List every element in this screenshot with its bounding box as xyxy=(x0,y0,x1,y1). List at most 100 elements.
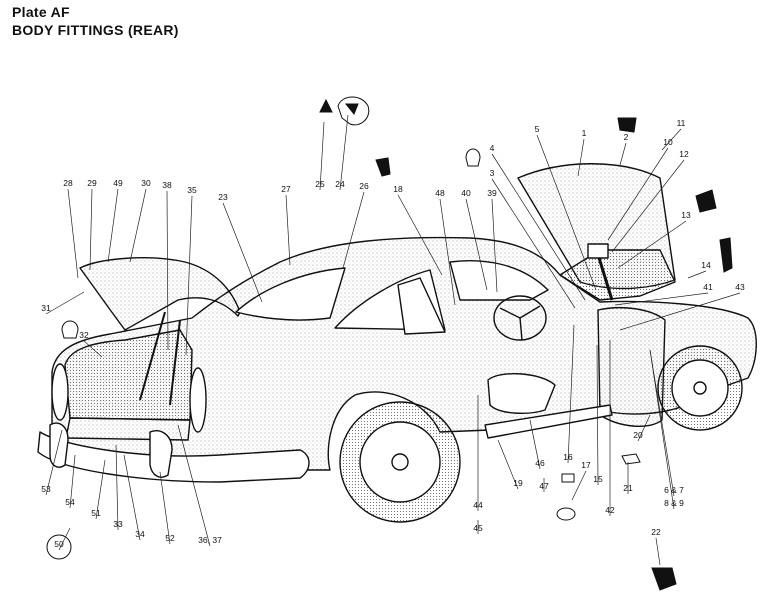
callout-label: 18 xyxy=(393,184,403,194)
leader-line xyxy=(83,340,103,358)
callout-label: 48 xyxy=(435,188,445,198)
leader-line xyxy=(67,188,79,279)
leader-line xyxy=(177,424,211,547)
leader-line xyxy=(129,188,147,263)
leader-line xyxy=(491,153,586,301)
callout-label: 24 xyxy=(335,179,345,189)
leader-line xyxy=(529,419,541,470)
callout-label: 31 xyxy=(41,303,51,313)
part-grommet-19 xyxy=(556,507,576,521)
part-bracket-2 xyxy=(617,117,637,133)
seat xyxy=(487,372,556,414)
leader-line xyxy=(45,429,63,496)
callout-label: 26 xyxy=(359,181,369,191)
tail-lamp-left xyxy=(51,363,69,421)
bumper-overrider-left xyxy=(49,422,69,468)
door-sill xyxy=(484,404,613,439)
leader-line xyxy=(115,444,119,531)
leader-line xyxy=(536,134,597,291)
callout-label: 19 xyxy=(513,478,523,488)
part-seal-3 xyxy=(465,148,481,167)
callout-label: 3 xyxy=(490,168,495,178)
callout-label: 30 xyxy=(141,178,151,188)
callout-label: 47 xyxy=(539,481,549,491)
callout-label: 36, 37 xyxy=(198,535,222,545)
callout-label: 1 xyxy=(582,128,587,138)
callout-label: 10 xyxy=(663,137,673,147)
callout-label: 39 xyxy=(487,188,497,198)
callout-label: 20 xyxy=(633,430,643,440)
leader-line xyxy=(166,190,169,351)
rear-window xyxy=(235,267,346,321)
part-bracket-18 xyxy=(375,157,391,177)
part-hinge-11 xyxy=(695,189,717,213)
part-marker-50 xyxy=(46,534,72,560)
leader-line xyxy=(497,439,519,490)
windscreen xyxy=(449,260,549,301)
steering-wheel xyxy=(493,295,547,341)
leader-line xyxy=(185,195,193,356)
part-seal-32 xyxy=(61,320,79,339)
callout-label: 29 xyxy=(87,178,97,188)
leader-line xyxy=(637,414,651,442)
leader-line xyxy=(319,121,325,191)
part-spring-21 xyxy=(621,453,641,465)
callout-label: 50 xyxy=(54,539,64,549)
rear-bumper xyxy=(37,431,310,483)
leader-line xyxy=(611,159,685,253)
callout-label: 17 xyxy=(581,460,591,470)
leader-line xyxy=(45,291,85,315)
callout-label: 32 xyxy=(79,330,89,340)
callout-label: 38 xyxy=(162,180,172,190)
callout-label: 23 xyxy=(218,192,228,202)
door-panel xyxy=(597,307,666,428)
callout-label: 16 xyxy=(563,452,573,462)
leader-line xyxy=(577,138,585,177)
callout-label: 21 xyxy=(623,483,633,493)
leader-line xyxy=(439,198,456,306)
callout-label: 45 xyxy=(473,523,483,533)
callout-label: 2 xyxy=(624,132,629,142)
callout-label: 8 & 9 xyxy=(664,498,684,508)
leader-line xyxy=(69,454,76,509)
plate-title: Plate AF xyxy=(12,4,70,20)
callout-label: 40 xyxy=(461,188,471,198)
leader-line xyxy=(107,188,119,263)
leader-line xyxy=(339,114,349,191)
leader-line xyxy=(222,202,263,303)
callout-label: 28 xyxy=(63,178,73,188)
leader-line xyxy=(661,128,682,151)
callout-label: 12 xyxy=(679,149,689,159)
leader-line xyxy=(567,324,575,464)
callout-label: 44 xyxy=(473,500,483,510)
callout-label: 46 xyxy=(535,458,545,468)
callout-label: 34 xyxy=(135,529,145,539)
leader-line xyxy=(619,292,741,331)
leader-line xyxy=(649,349,675,510)
leader-line xyxy=(491,198,498,293)
leader-line xyxy=(617,220,687,269)
callout-label: 52 xyxy=(165,533,175,543)
callout-label: 15 xyxy=(593,474,603,484)
leader-line xyxy=(95,459,106,520)
part-clip-25 xyxy=(319,98,333,113)
callout-label: 49 xyxy=(113,178,123,188)
leader-line xyxy=(655,537,661,566)
callout-label: 13 xyxy=(681,210,691,220)
callout-label: 51 xyxy=(91,508,101,518)
callout-label: 6 & 7 xyxy=(664,485,684,495)
leader-line xyxy=(571,470,587,501)
callout-label: 53 xyxy=(41,484,51,494)
callout-label: 25 xyxy=(315,179,325,189)
callout-label: 11 xyxy=(677,118,686,128)
leader-line xyxy=(607,147,669,241)
leader-line xyxy=(123,454,141,541)
leader-line xyxy=(342,191,365,269)
callout-label: 27 xyxy=(281,184,291,194)
quarter-window xyxy=(397,277,446,335)
leader-line xyxy=(89,188,93,271)
leader-lines xyxy=(45,114,741,566)
